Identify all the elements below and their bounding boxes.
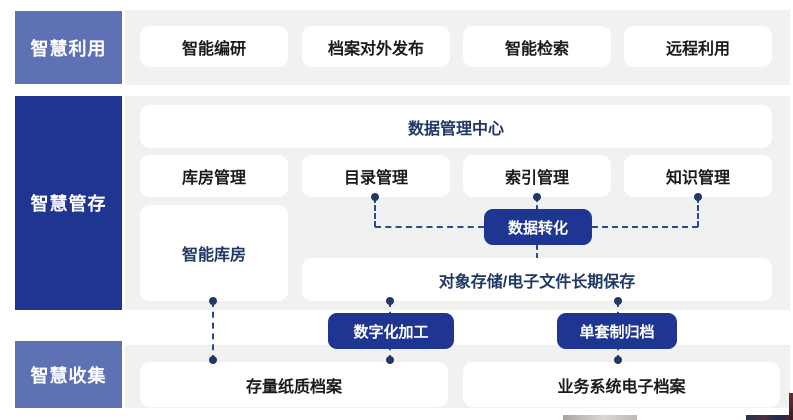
node-label: 索引管理 xyxy=(504,170,569,187)
node-label: 库房管理 xyxy=(181,170,246,187)
node-smart-warehouse: 智能库房 xyxy=(140,205,288,301)
layer-label-smart-collect: 智慧收集 xyxy=(15,341,122,408)
node-smart-retrieval: 智能检索 xyxy=(463,26,611,67)
node-catalog-management: 目录管理 xyxy=(302,155,450,197)
node-label: 目录管理 xyxy=(343,170,408,187)
photo-fragment xyxy=(563,415,637,420)
node-single-set-archiving: 单套制归档 xyxy=(557,313,677,349)
layer-label-text: 智慧利用 xyxy=(30,38,107,59)
layer-label-text: 智慧管存 xyxy=(30,194,107,214)
connector-dot xyxy=(386,356,394,364)
layer-label-smart-use: 智慧利用 xyxy=(15,11,122,84)
node-warehouse-management: 库房管理 xyxy=(140,155,288,197)
connector-index-to-transform xyxy=(536,197,538,210)
node-digitization-processing: 数字化加工 xyxy=(328,313,454,349)
connector-dot xyxy=(209,297,217,305)
node-label: 数字化加工 xyxy=(353,323,429,341)
node-label: 远程利用 xyxy=(665,40,730,58)
node-label: 数据转化 xyxy=(507,219,568,237)
node-label: 智能检索 xyxy=(504,40,569,58)
node-remote-use: 远程利用 xyxy=(624,26,772,67)
node-business-system-e-archives: 业务系统电子档案 xyxy=(463,362,780,407)
node-label: 档案对外发布 xyxy=(327,40,424,58)
connector-dot xyxy=(533,193,541,201)
layer-label-smart-store: 智慧管存 xyxy=(15,96,122,310)
connector-warehouse-to-paper xyxy=(212,301,214,361)
connector-dot xyxy=(694,193,702,201)
node-knowledge-management: 知识管理 xyxy=(624,155,772,197)
connector-dot xyxy=(614,356,622,364)
photo-fragment xyxy=(789,393,793,420)
connector-transform-to-storage xyxy=(536,245,538,258)
connector-dot xyxy=(209,356,217,364)
node-label: 对象存储/电子文件长期保存 xyxy=(438,273,636,291)
node-label: 存量纸质档案 xyxy=(245,378,342,396)
node-data-transformation: 数据转化 xyxy=(484,209,592,245)
connector-catalog-to-transform-h xyxy=(375,226,484,228)
layer-label-text: 智慧收集 xyxy=(30,365,107,386)
connector-knowledge-to-transform-v xyxy=(697,197,699,227)
node-external-publishing: 档案对外发布 xyxy=(302,26,450,67)
node-index-management: 索引管理 xyxy=(463,155,611,197)
node-label: 业务系统电子档案 xyxy=(557,378,686,396)
node-smart-compilation: 智能编研 xyxy=(140,26,288,67)
connector-knowledge-to-transform-h xyxy=(592,226,698,228)
node-label: 智能编研 xyxy=(181,40,246,58)
connector-dot xyxy=(614,297,622,305)
node-label: 智能库房 xyxy=(181,247,246,264)
connector-catalog-to-transform-v xyxy=(374,197,376,227)
node-label: 知识管理 xyxy=(665,170,730,187)
node-label: 单套制归档 xyxy=(579,323,655,341)
photo-fragment xyxy=(746,415,793,420)
node-object-storage-long-term: 对象存储/电子文件长期保存 xyxy=(302,258,772,301)
node-legacy-paper-archives: 存量纸质档案 xyxy=(140,362,448,407)
connector-dot xyxy=(371,193,379,201)
node-label: 数据管理中心 xyxy=(407,120,504,138)
connector-dot xyxy=(386,297,394,305)
node-data-management-center: 数据管理中心 xyxy=(140,105,772,148)
